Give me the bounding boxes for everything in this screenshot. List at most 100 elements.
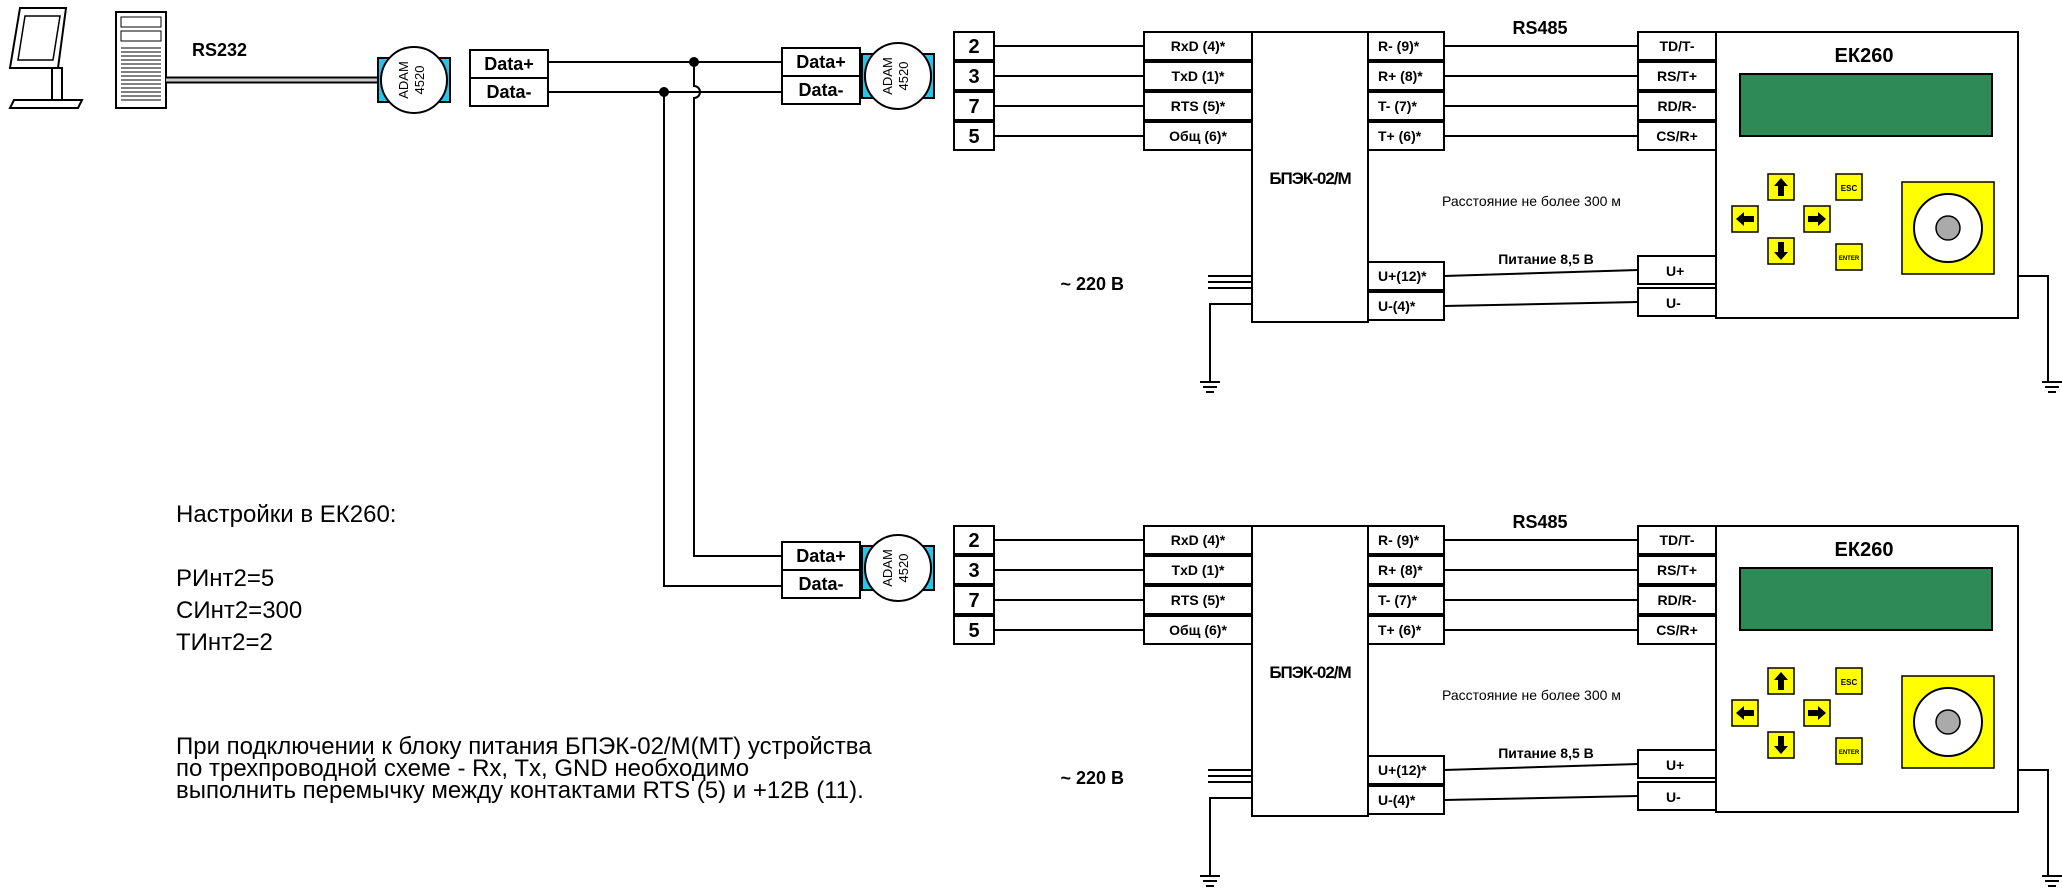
supply-220v: ~ 220 В — [1060, 768, 1252, 887]
ground-icon — [2041, 875, 2062, 887]
esc-key-label: ESC — [1841, 184, 1858, 193]
ek260-power-pin: U+ — [1666, 757, 1684, 773]
settings-line: СИнт2=300 — [176, 597, 303, 624]
ek260-name: ЕК260 — [1835, 45, 1894, 67]
settings-line: РИнт2=5 — [176, 565, 275, 592]
bpek-pin: TxD (1)* — [1172, 68, 1225, 84]
bpek-power-pin: U+(12)* — [1378, 268, 1427, 284]
ground-icon — [2041, 381, 2062, 393]
terminal-label: 5 — [968, 126, 979, 148]
unit-top: 2 3 7 5 RxD (4)* TxD (1)* RTS (5)* Общ (… — [953, 18, 2062, 393]
ek260-sensor — [1901, 675, 1995, 769]
jumper-note-line: по трехпроводной схеме - Rx, Tx, GND нео… — [176, 755, 750, 782]
data-plus-label: Data+ — [796, 546, 846, 566]
rs232-label: RS232 — [192, 40, 247, 60]
adam-model-line1: ADAM — [880, 57, 895, 95]
terminal-label: 2 — [968, 530, 979, 552]
ek260-keypad: ESC ENTER — [1731, 173, 1863, 271]
bpek-pin: RxD (4)* — [1171, 38, 1226, 54]
bpek-pin: T+ (6)* — [1378, 622, 1422, 638]
rs485-line — [1443, 45, 1639, 307]
data-plus-label: Data+ — [484, 54, 534, 74]
adam-converter-unit2: Data+ Data- ADAM 4520 — [781, 534, 935, 602]
bpek-block: RxD (4)* TxD (1)* RTS (5)* Общ (6)* БПЭК… — [1143, 31, 1445, 323]
jumper-note-line: При подключении к блоку питания БПЭК-02/… — [176, 733, 872, 760]
rs485-label: RS485 — [1512, 18, 1567, 38]
ek260-pin: TD/T- — [1660, 532, 1695, 548]
ground-icon — [1199, 381, 1221, 393]
ek260-device: ЕК260 ESC ENTER — [1715, 525, 2062, 887]
data-plus-label: Data+ — [796, 52, 846, 72]
esc-key — [1835, 173, 1863, 201]
adam-model-line1: ADAM — [396, 61, 411, 99]
ek260-pin: TD/T- — [1660, 38, 1695, 54]
ek260-pin: RS/T+ — [1657, 562, 1697, 578]
ek260-display — [1739, 73, 1993, 137]
ek260-pins: TD/T- RS/T+ RD/R- CS/R+ U+ U- — [1637, 31, 1717, 317]
ek260-pin: CS/R+ — [1656, 622, 1698, 638]
ek260-device: ЕК260 ESC ENTER — [1715, 31, 2062, 393]
supply-label: ~ 220 В — [1060, 768, 1124, 788]
ek260-sensor — [1901, 181, 1995, 275]
bpek-pin: R+ (8)* — [1378, 68, 1423, 84]
adam-model-line2: 4520 — [896, 62, 911, 91]
bpek-block: RxD (4)* TxD (1)* RTS (5)* Общ (6)* БПЭК… — [1143, 525, 1445, 817]
bpek-pin: Общ (6)* — [1169, 622, 1227, 638]
bpek-pin: TxD (1)* — [1172, 562, 1225, 578]
monitor-icon — [8, 7, 84, 109]
bpek-pin: R+ (8)* — [1378, 562, 1423, 578]
unit-bottom: 2 3 7 5 RxD (4)* TxD (1)* RTS (5)* Общ (… — [953, 512, 2062, 887]
esc-key-label: ESC — [1841, 678, 1858, 687]
terminal-block: 2 3 7 5 — [953, 525, 995, 645]
bpek-power-pin: U-(4)* — [1378, 298, 1416, 314]
ek260-pin: RD/R- — [1658, 98, 1697, 114]
adam-model-line2: 4520 — [412, 66, 427, 95]
bpek-pin: RTS (5)* — [1171, 98, 1226, 114]
ek260-keypad: ESC ENTER — [1731, 667, 1863, 765]
ek260-pin: RS/T+ — [1657, 68, 1697, 84]
rs485-trunk — [548, 57, 782, 587]
ek260-pins: TD/T- RS/T+ RD/R- CS/R+ U+ U- — [1637, 525, 1717, 811]
ek260-power-pin: U+ — [1666, 263, 1684, 279]
bpek-pin: T- (7)* — [1378, 98, 1417, 114]
data-minus-label: Data- — [798, 80, 843, 100]
ground-icon — [1199, 875, 1221, 887]
terminal-label: 5 — [968, 620, 979, 642]
data-minus-label: Data- — [486, 82, 531, 102]
adam-converter-pc: ADAM 4520 Data+ Data- — [377, 46, 549, 114]
enter-key — [1835, 243, 1863, 271]
bpek-pin: T+ (6)* — [1378, 128, 1422, 144]
ek260-power-pin: U- — [1666, 295, 1681, 311]
bpek-pin: R- (9)* — [1378, 38, 1420, 54]
rs485-line — [1443, 539, 1639, 801]
bpek-power-pin: U+(12)* — [1378, 762, 1427, 778]
wires-bpek-in — [994, 45, 1144, 137]
power-label: Питание 8,5 В — [1498, 745, 1594, 761]
distance-label: Расстояние не более 300 м — [1442, 193, 1621, 209]
bpek-power-pin: U-(4)* — [1378, 792, 1416, 808]
bpek-pin: Общ (6)* — [1169, 128, 1227, 144]
pc: RS232 — [8, 7, 247, 109]
bpek-pin: RxD (4)* — [1171, 532, 1226, 548]
settings-line: ТИнт2=2 — [176, 629, 273, 656]
distance-label: Расстояние не более 300 м — [1442, 687, 1621, 703]
bpek-name: БПЭК-02/М — [1269, 663, 1351, 682]
enter-key — [1835, 737, 1863, 765]
terminal-label: 3 — [968, 560, 979, 582]
terminal-label: 7 — [968, 590, 979, 612]
ek260-pin: CS/R+ — [1656, 128, 1698, 144]
enter-key-label: ENTER — [1839, 256, 1860, 262]
supply-label: ~ 220 В — [1060, 274, 1124, 294]
bpek-pin: R- (9)* — [1378, 532, 1420, 548]
bpek-pin: RTS (5)* — [1171, 592, 1226, 608]
bpek-name: БПЭК-02/М — [1269, 169, 1351, 188]
adam-model-line1: ADAM — [880, 549, 895, 587]
adam-converter-unit1: Data+ Data- ADAM 4520 — [781, 42, 935, 110]
power-label: Питание 8,5 В — [1498, 251, 1594, 267]
settings-title: Настройки в ЕК260: — [176, 501, 397, 528]
supply-220v: ~ 220 В — [1060, 274, 1252, 393]
terminal-label: 3 — [968, 66, 979, 88]
esc-key — [1835, 667, 1863, 695]
ek260-power-pin: U- — [1666, 789, 1681, 805]
